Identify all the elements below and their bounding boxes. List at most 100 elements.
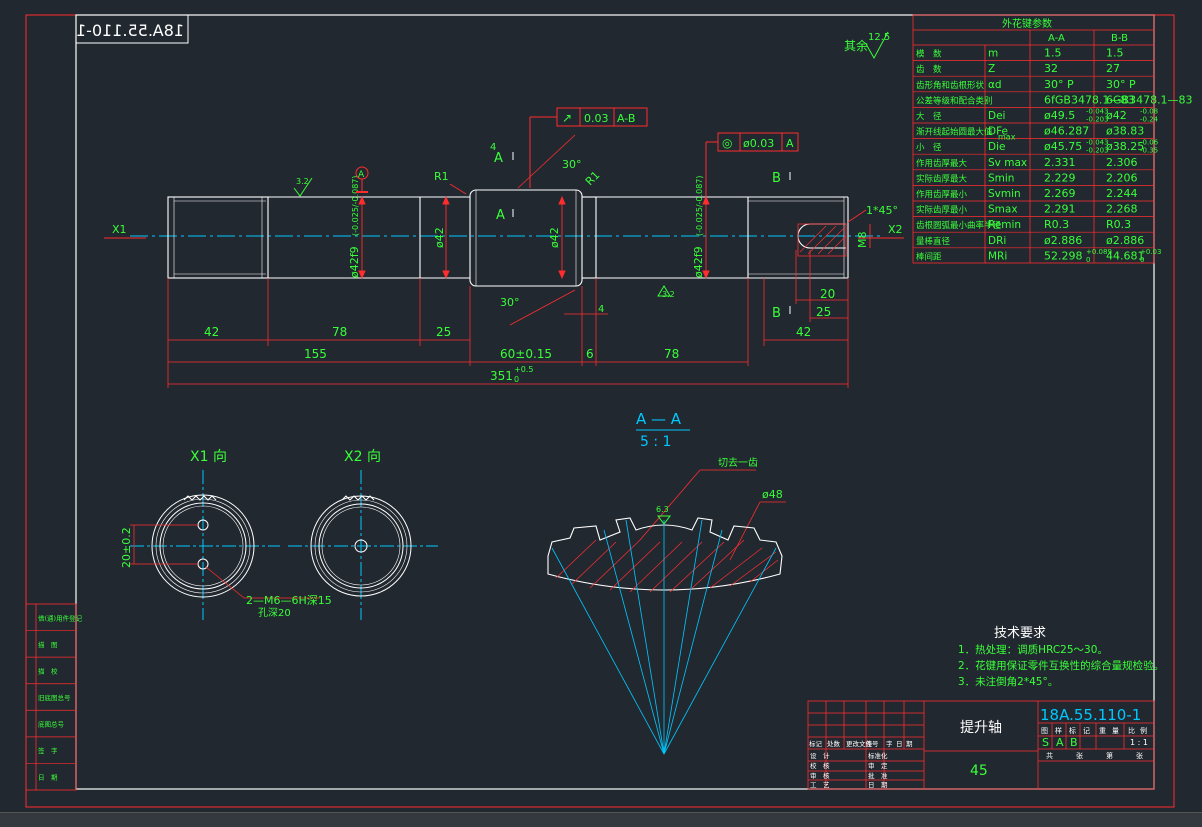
spline-row-value-a: 30° P (1044, 78, 1074, 91)
linear-dimension-lines (167, 250, 849, 388)
section-rough: 6.3 (656, 505, 669, 514)
radius-r1-left: R1 (434, 170, 449, 183)
title-sheet-label: 第 (1106, 751, 1113, 760)
title-mark-a: A (1056, 736, 1064, 749)
spline-row-value-a: ø46.287 (1044, 125, 1089, 138)
spline-row-value-a: 32 (1044, 62, 1058, 75)
tol-coax-datum: A (786, 137, 794, 150)
dim-6: 6 (586, 347, 594, 361)
part-name: 提升轴 (960, 720, 1002, 736)
spline-row-value-b: 1.5 (1106, 47, 1124, 60)
title-scale: 1 : 1 (1130, 738, 1148, 747)
section-dia-48: ø48 (762, 488, 783, 501)
spline-tol-lower: -0.35 (1140, 147, 1158, 155)
dia-tol-right: (-0.025/-0.087) (695, 175, 704, 236)
title-head-label: 图 (1041, 727, 1048, 735)
chamfer-1x45: 1*45° (866, 204, 898, 217)
side-block-label: 描 校 (38, 666, 58, 675)
side-block (25, 603, 77, 791)
dim-20: 20 (820, 287, 835, 301)
spline-row-value-b: 2.268 (1106, 203, 1138, 216)
four-top: 4 (490, 142, 496, 153)
spline-row-value-b: 2.244 (1106, 187, 1138, 200)
inner-drawing-frame (75, 14, 1155, 790)
tol-coax-value: ø0.03 (743, 137, 774, 150)
spline-row-value-b: 6GB3478.1—83 (1106, 93, 1193, 106)
title-head-label: 比 (1128, 726, 1135, 735)
x1-dim-20: 20±0.2 (120, 527, 133, 568)
spline-row-label: 实际齿厚最大 (916, 173, 968, 184)
roughness-label: 其余 (844, 38, 868, 53)
spline-row-value-b: 44.681 (1106, 249, 1145, 262)
x1-note-depth: 孔深20 (258, 607, 291, 619)
title-sheet-label: 张 (1136, 751, 1143, 760)
dim-25: 25 (436, 325, 451, 339)
tol-runout-value: 0.03 (584, 112, 609, 125)
title-sign-label-2: 审 定 (868, 761, 888, 770)
section-mark-a-mid: A (496, 208, 505, 223)
spline-row-label: 齿 数 (916, 64, 942, 75)
spline-row-value-a: R0.3 (1044, 218, 1069, 231)
title-head-label: 重 (1099, 727, 1106, 735)
status-bar (0, 812, 1202, 827)
view-arrow-x1: X1 (112, 223, 127, 236)
spline-row-symbol: αd (988, 79, 1002, 91)
spline-row-value-a: 52.298 (1044, 249, 1083, 262)
spline-row-symbol: Sv max (988, 157, 1027, 169)
dim-351-tol-up: +0.5 (514, 365, 533, 374)
spline-row-symbol: Smin (988, 172, 1014, 184)
title-sign-label-2: 日 期 (868, 781, 888, 789)
spline-row-symbol: m (988, 48, 998, 60)
spline-parameter-table (912, 14, 1155, 264)
title-sign-label: 审 核 (810, 771, 830, 780)
dim-351-tol-low: 0 (514, 375, 519, 384)
tol-coax-symbol: ◎ (722, 136, 732, 150)
spline-row-value-b: ø42 (1106, 109, 1127, 122)
angle-30-top: 30° (562, 158, 582, 171)
section-mark-b-bot: B (772, 306, 781, 321)
spline-row-value-b: 2.206 (1106, 171, 1138, 184)
shaft-main-view (130, 189, 880, 287)
spline-row-label: 渐开线起始圆最大值 (916, 127, 993, 138)
dim-78: 78 (332, 325, 347, 339)
angle-30-bot: 30° (500, 296, 520, 309)
dia-tol-left: (-0.025/-0.087) (351, 175, 360, 236)
tol-frame-coaxiality: ◎ ø0.03 A (705, 132, 799, 197)
dia-42f9-left: ø42f9 (348, 246, 361, 278)
spline-row-value-b: 30° P (1106, 78, 1136, 91)
section-a-a: A — A 5 : 1 切去一齿 ø48 6.3 (547, 410, 786, 755)
col-header-a: A-A (1048, 33, 1065, 44)
dim-155: 155 (304, 347, 327, 361)
spline-row-label: 齿根圆弧最小曲率半径 (916, 220, 1002, 231)
spline-max-label: max (998, 133, 1016, 142)
spline-tol-upper: -0.043 (1086, 107, 1109, 115)
tech-req-title: 技术要求 (994, 626, 1046, 641)
spline-tol-lower: 0 (1140, 256, 1144, 264)
spline-row-value-b: 2.306 (1106, 156, 1138, 169)
spline-tol-upper: -0.08 (1140, 107, 1158, 115)
title-sheet-label: 张 (1076, 751, 1083, 760)
title-rev-label: 字 (886, 739, 893, 748)
spline-table-title: 外花键参数 (1002, 17, 1052, 30)
spline-row-label: 小 径 (916, 142, 942, 153)
spline-row-symbol: DFe (988, 126, 1008, 138)
title-rev-label: 处数 (827, 739, 841, 748)
spline-row-label: 模 数 (916, 49, 942, 60)
section-scale: 5 : 1 (640, 434, 671, 450)
tech-req-2: 2．花键用保证零件互换性的综合量规检验。 (958, 659, 1164, 672)
side-block-label: 旧底图总号 (38, 693, 71, 702)
tol-runout-symbol: ↗ (562, 111, 572, 125)
title-rev-label: 日 (896, 740, 903, 748)
diameter-dimensions (358, 195, 871, 280)
title-head-label: 量 (1112, 727, 1119, 735)
spline-row-symbol: Die (988, 141, 1005, 153)
title-sign-label-2: 批 准 (868, 771, 888, 780)
title-mark-b: B (1070, 736, 1078, 749)
spline-row-value-b: R0.3 (1106, 218, 1131, 231)
spline-row-symbol: Dei (988, 110, 1005, 122)
datum-a-letter: A (358, 170, 365, 180)
title-rev-label: 更改文件号 (846, 739, 879, 748)
side-block-label: 描 图 (38, 640, 58, 649)
spline-tol-lower: 0 (1086, 256, 1090, 264)
